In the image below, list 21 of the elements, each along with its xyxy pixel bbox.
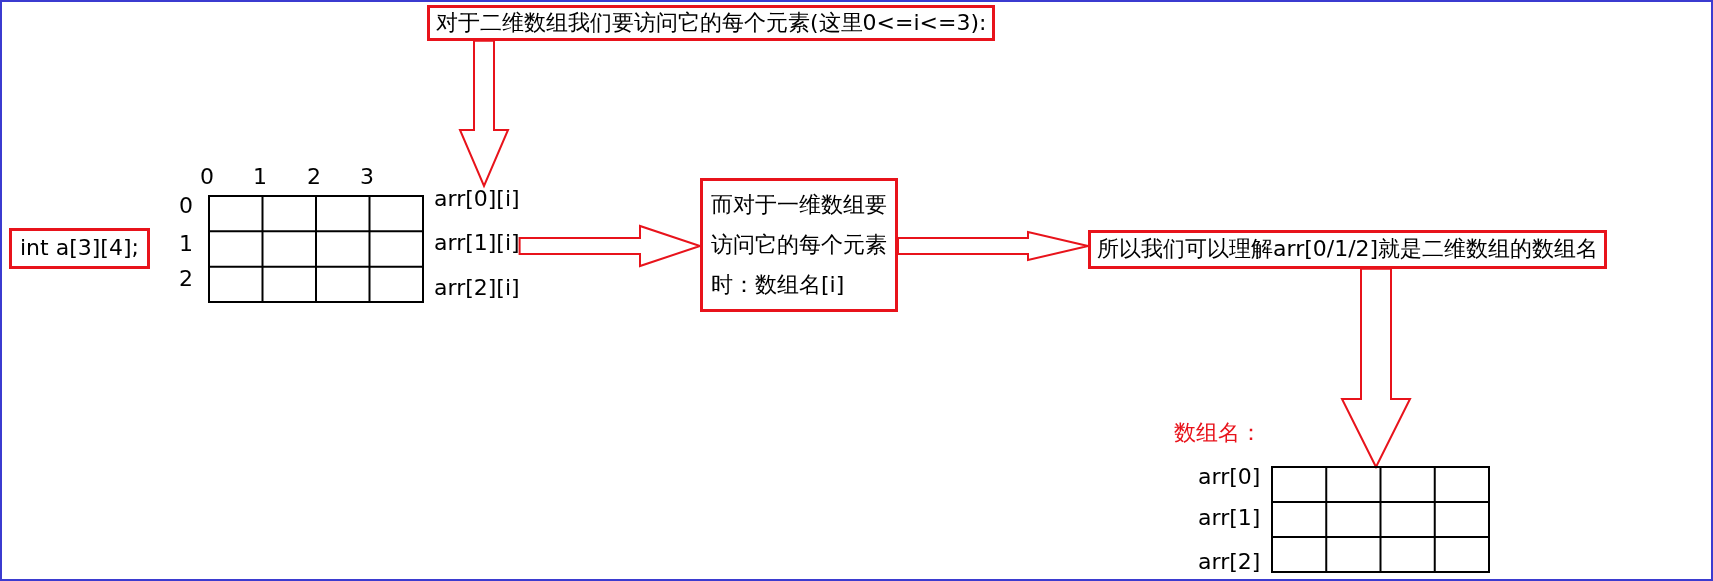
index-label: 2 [307, 164, 321, 190]
index-label: 1 [179, 231, 193, 257]
index-label: 2 [179, 266, 193, 292]
index-label: arr[0] [1198, 464, 1261, 490]
row-name: arr[2][i] [434, 274, 520, 302]
index-label: arr[1] [1198, 505, 1261, 531]
text-box: int a[3][4]; [9, 228, 150, 269]
text-box: 所以我们可以理解arr[0/1/2]就是二维数组的数组名 [1088, 230, 1608, 269]
index-label: 3 [360, 164, 374, 190]
row-name: arr[0][i] [434, 186, 520, 213]
text-box: 而对于一维数组要访问它的每个元素时：数组名[i] [700, 178, 898, 313]
table-grid [1272, 467, 1489, 572]
block-arrow [897, 230, 1089, 262]
index-label: 数组名： [1174, 420, 1262, 446]
row-name: arr[1][i] [434, 230, 520, 257]
block-arrow [458, 39, 510, 189]
index-label: 0 [179, 193, 193, 219]
text-box: 对于二维数组我们要访问它的每个元素(这里0<=i<=3): [427, 5, 996, 41]
index-label: 0 [200, 164, 214, 190]
index-label: 1 [253, 164, 267, 190]
index-label: arr[2] [1198, 549, 1261, 575]
